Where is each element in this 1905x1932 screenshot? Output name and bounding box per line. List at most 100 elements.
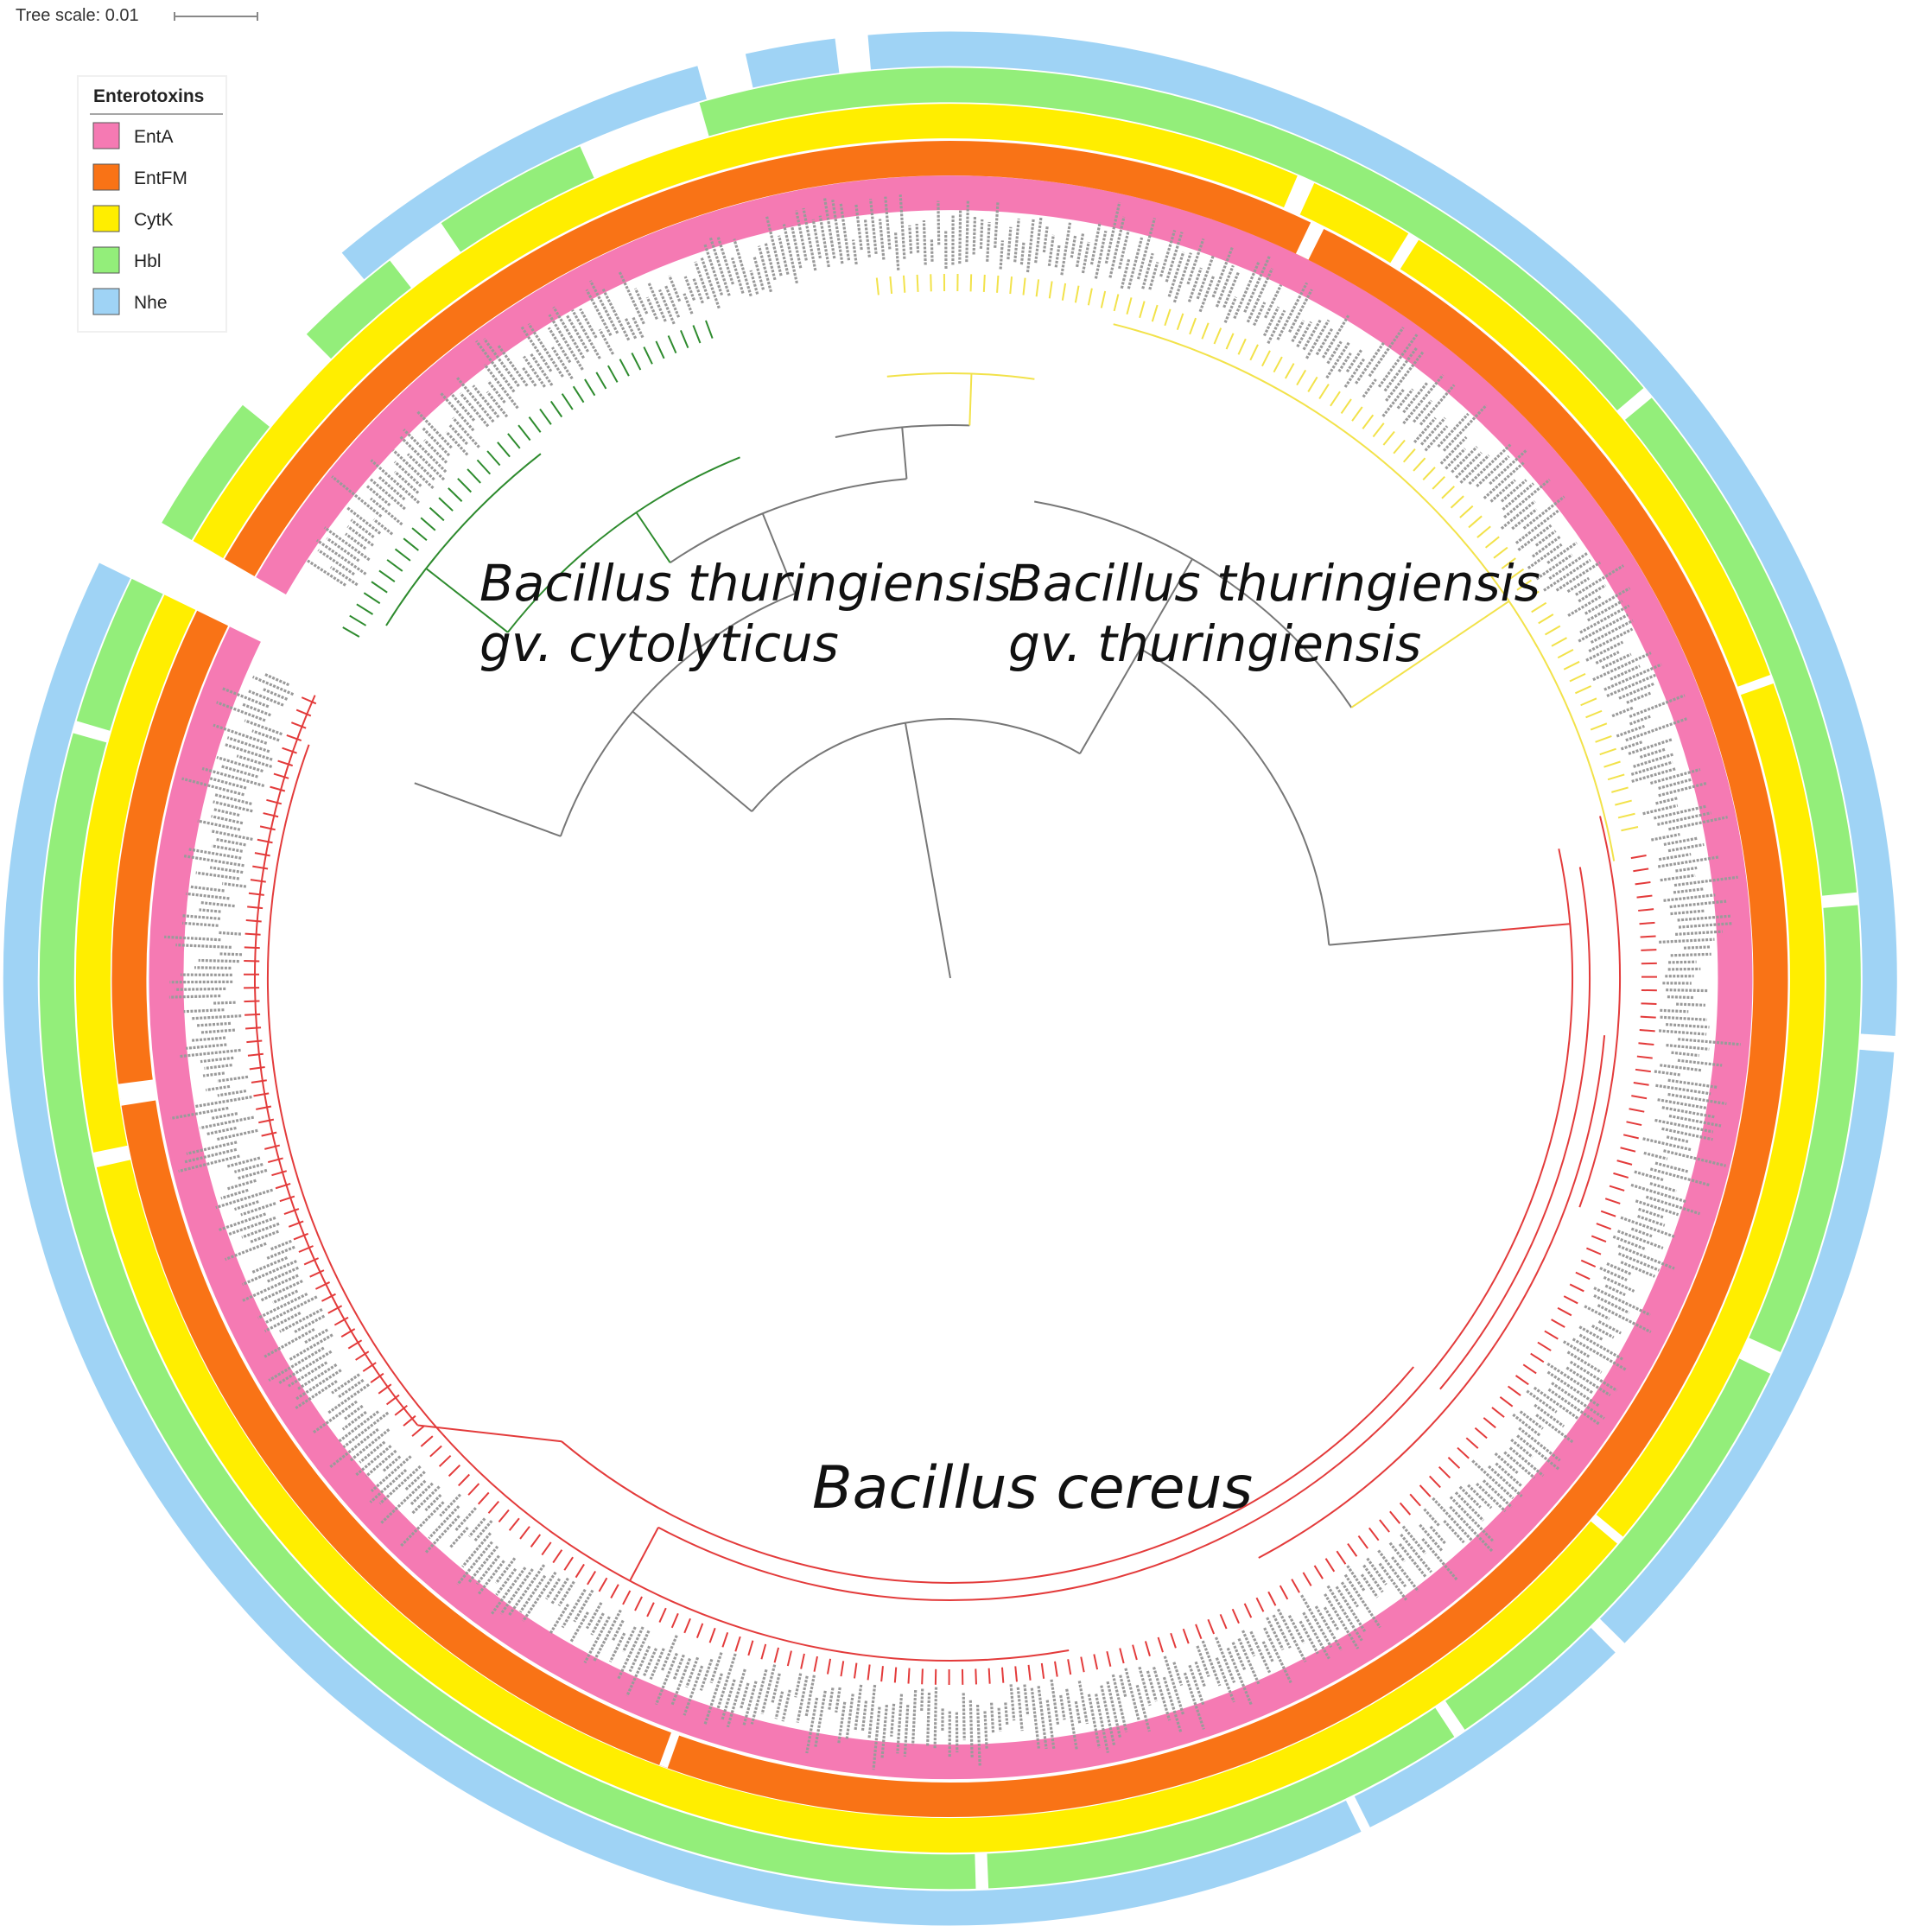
terminal-branch bbox=[1630, 854, 1647, 860]
leaf-label bbox=[186, 1141, 238, 1155]
ring-gap bbox=[224, 251, 365, 392]
ring-gap bbox=[1295, 220, 1325, 260]
terminal-branch bbox=[786, 1650, 792, 1667]
leaf-label bbox=[997, 1707, 1002, 1732]
leaf-label bbox=[1163, 1656, 1185, 1715]
leaf-label bbox=[569, 1611, 589, 1643]
ring-gap bbox=[1345, 1795, 1371, 1833]
leaf-label bbox=[423, 439, 448, 464]
terminal-branch bbox=[378, 569, 396, 583]
leaf-label bbox=[326, 537, 360, 562]
leaf-label bbox=[655, 1652, 678, 1706]
leaf-label bbox=[183, 1147, 238, 1164]
leaf-label bbox=[1095, 1694, 1109, 1753]
terminal-branch bbox=[1563, 660, 1580, 670]
leaf-label bbox=[1167, 251, 1185, 297]
leaf-label bbox=[220, 1188, 249, 1200]
terminal-branch bbox=[1476, 525, 1491, 538]
terminal-branch bbox=[1113, 294, 1120, 312]
terminal-branch bbox=[1465, 1437, 1479, 1449]
leaf-label bbox=[1468, 443, 1512, 486]
leaf-label bbox=[1081, 241, 1090, 274]
branch bbox=[761, 512, 797, 594]
leaf-label bbox=[1267, 309, 1286, 345]
leaf-label bbox=[617, 1626, 645, 1680]
leaf-label bbox=[398, 435, 446, 481]
ring-gap bbox=[1616, 387, 1653, 421]
terminal-branch bbox=[1640, 1015, 1656, 1019]
leaf-label bbox=[1500, 479, 1527, 503]
leaf-label bbox=[1340, 1581, 1359, 1608]
terminal-branch bbox=[253, 1092, 270, 1097]
leaf-label bbox=[1601, 652, 1632, 670]
leaf-label bbox=[248, 690, 284, 707]
terminal-branch bbox=[1195, 1624, 1203, 1640]
terminal-branch bbox=[487, 1500, 500, 1514]
leaf-label bbox=[1639, 747, 1667, 759]
terminal-branch bbox=[247, 1052, 264, 1057]
leaf-label bbox=[349, 1428, 391, 1462]
leaf-label bbox=[1211, 246, 1234, 298]
terminal-branch bbox=[1067, 1659, 1072, 1675]
leaf-label bbox=[241, 702, 271, 717]
leaf-label bbox=[752, 256, 765, 290]
leaf-label bbox=[1266, 1617, 1285, 1651]
leaf-label bbox=[1629, 715, 1651, 726]
terminal-branch bbox=[1164, 308, 1172, 327]
leaf-label bbox=[303, 1328, 328, 1344]
leaf-label bbox=[1566, 1350, 1603, 1374]
terminal-branch bbox=[1022, 277, 1026, 296]
leaf-label bbox=[1565, 1366, 1611, 1397]
leaf-label bbox=[1443, 1520, 1465, 1544]
terminal-branch bbox=[1093, 1654, 1099, 1670]
leaf-label bbox=[1226, 1647, 1254, 1706]
leaf-label bbox=[1009, 1684, 1016, 1721]
leaf-label bbox=[1658, 1029, 1707, 1036]
terminal-branch bbox=[301, 696, 317, 705]
terminal-branch bbox=[267, 1157, 283, 1164]
terminal-branch bbox=[1100, 290, 1107, 308]
leaf-label bbox=[1233, 261, 1260, 320]
leaf-label bbox=[226, 736, 270, 753]
terminal-branch bbox=[587, 1570, 597, 1586]
leaf-label bbox=[1299, 1620, 1319, 1655]
leaf-label bbox=[781, 1689, 791, 1722]
ring-gap bbox=[117, 1079, 157, 1106]
terminal-branch bbox=[273, 772, 289, 779]
leaf-label bbox=[1398, 1543, 1428, 1579]
leaf-label bbox=[1401, 1525, 1427, 1555]
leaf-label bbox=[1152, 1666, 1172, 1721]
leaf-label bbox=[323, 526, 371, 562]
leaf-label bbox=[350, 518, 375, 538]
leaf-label bbox=[658, 289, 676, 325]
leaf-label bbox=[1625, 717, 1687, 742]
leaf-label bbox=[1617, 1244, 1675, 1270]
ring-gap bbox=[1283, 175, 1315, 216]
leaf-label bbox=[236, 754, 273, 768]
terminal-branch bbox=[1347, 1542, 1358, 1557]
terminal-branch bbox=[1189, 317, 1197, 335]
terminal-branch bbox=[327, 1305, 343, 1314]
leaf-label bbox=[237, 1168, 268, 1180]
terminal-branch bbox=[1000, 1667, 1005, 1683]
leaf-label bbox=[1591, 1324, 1615, 1339]
terminal-branch bbox=[349, 614, 367, 626]
leaf-label bbox=[618, 270, 645, 325]
terminal-branch bbox=[411, 1425, 425, 1437]
terminal-branch bbox=[258, 1118, 275, 1124]
leaf-label bbox=[878, 219, 886, 260]
terminal-branch bbox=[610, 1584, 619, 1598]
leaf-label bbox=[733, 238, 752, 297]
leaf-label bbox=[527, 322, 564, 378]
leaf-label bbox=[1642, 804, 1679, 816]
terminal-branch bbox=[1362, 414, 1375, 429]
terminal-branch bbox=[266, 798, 283, 805]
leaf-label bbox=[1476, 454, 1510, 487]
leaf-label bbox=[1243, 255, 1271, 313]
leaf-label bbox=[1377, 334, 1419, 388]
leaf-label bbox=[1006, 226, 1013, 260]
leaf-label bbox=[1076, 233, 1085, 268]
terminal-branch bbox=[448, 1464, 461, 1478]
leaf-label bbox=[1678, 922, 1733, 929]
terminal-branch bbox=[519, 1526, 530, 1540]
